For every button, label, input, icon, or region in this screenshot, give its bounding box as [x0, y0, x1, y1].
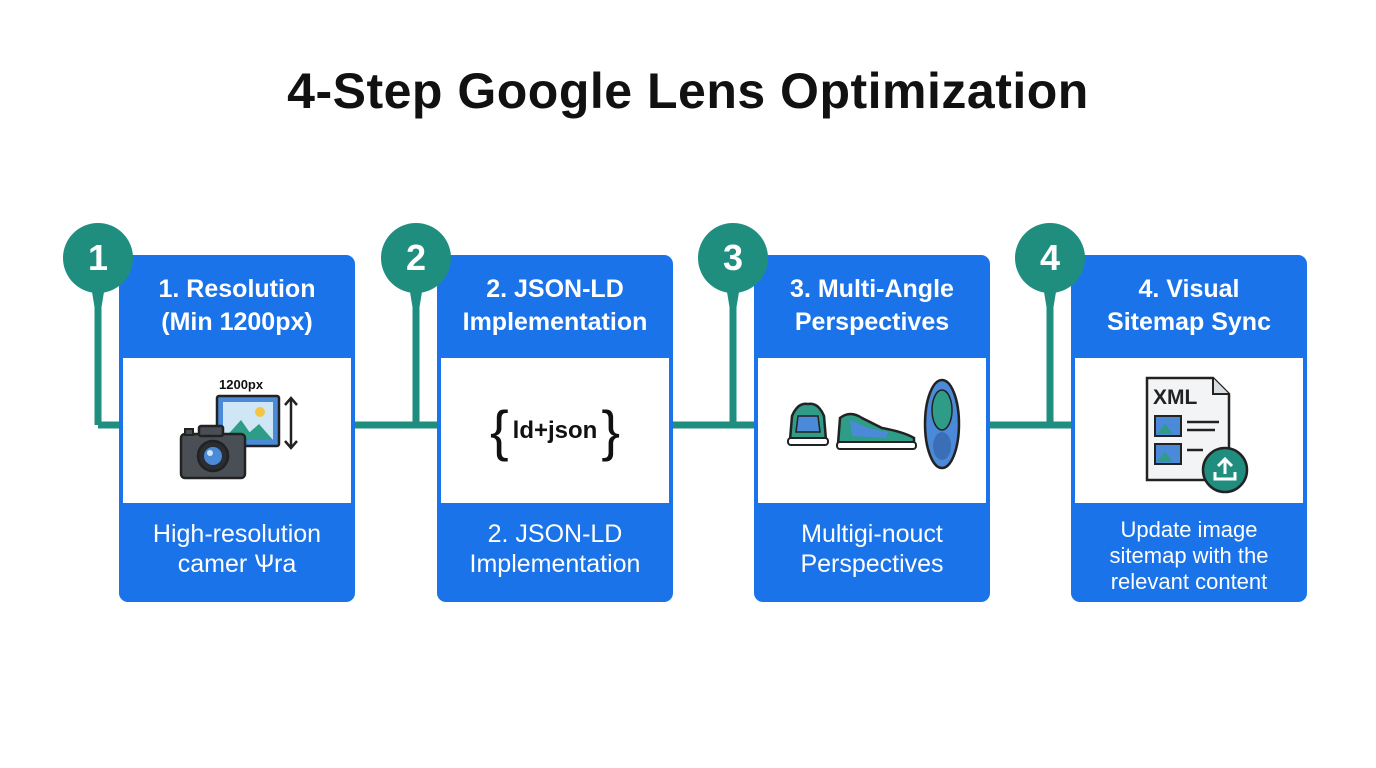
step-title-4-line2: Sitemap Sync — [1107, 308, 1271, 336]
step-desc-1: High-resolution camer Ѱra — [119, 519, 355, 579]
step-card-2: 2. JSON-LD Implementation { ld+json } 2.… — [437, 255, 673, 602]
step-desc-3: Multiɡi-nouct Perspectives — [754, 519, 990, 579]
step-title-4-line1: 4. Visual — [1138, 275, 1240, 303]
step-desc-4-line2: sitemap with the — [1109, 543, 1269, 568]
step-card-4: 4. Visual Sitemap Sync XML — [1071, 255, 1307, 602]
step-image-panel-4: XML — [1075, 358, 1303, 503]
step-card-3: 3. Multi-Angle Perspectives Multiɡi-nouc… — [754, 255, 990, 602]
step-number-badge-4: 4 — [1015, 223, 1085, 293]
step-desc-1-line2: camer Ѱra — [177, 550, 297, 578]
step-desc-2: 2. JSON-LD Implementation — [437, 519, 673, 579]
resolution-label: 1200px — [219, 377, 264, 392]
step-title-1-line2: (Min 1200px) — [161, 308, 313, 336]
step-title-1-line1: 1. Resolution — [158, 275, 316, 303]
step-desc-4-line1: Update image — [1120, 517, 1258, 542]
step-title-2-line2: Implementation — [462, 308, 648, 336]
step-desc-2-line1: 2. JSON-LD — [487, 520, 623, 548]
step-image-panel-2: { ld+json } — [441, 358, 669, 503]
step-title-2-line1: 2. JSON-LD — [486, 275, 624, 303]
ld-json-text: ld+json — [512, 416, 598, 444]
sneaker-front-icon — [787, 402, 829, 446]
step-desc-2-line2: Implementation — [469, 550, 641, 578]
close-brace: } — [601, 398, 621, 462]
step-title-3: 3. Multi-Angle Perspectives — [754, 273, 990, 339]
xml-label: XML — [1153, 386, 1198, 409]
step-desc-4-line3: relevant content — [1110, 569, 1268, 594]
step-card-1: 1. Resolution (Min 1200px) 1200px — [119, 255, 355, 602]
step-number-badge-1: 1 — [63, 223, 133, 293]
camera-icon — [179, 424, 247, 480]
pin-stem-3 — [725, 280, 741, 425]
step-number-badge-3: 3 — [698, 223, 768, 293]
step-desc-3-line2: Perspectives — [800, 550, 944, 578]
sneaker-top-icon — [923, 378, 961, 470]
step-desc-1-line1: High-resolution — [152, 520, 322, 548]
sneaker-side-icon — [836, 412, 917, 450]
upload-icon — [1201, 446, 1249, 494]
step-desc-4: Update image sitemap with the relevant c… — [1071, 517, 1307, 595]
open-brace: { — [489, 398, 509, 462]
step-desc-3-line1: Multiɡi-nouct — [801, 520, 943, 548]
json-ld-code-label: { ld+json } — [441, 358, 669, 503]
height-arrow-icon — [284, 396, 298, 450]
step-title-2: 2. JSON-LD Implementation — [437, 273, 673, 339]
step-number-badge-2: 2 — [381, 223, 451, 293]
step-image-panel-3 — [758, 358, 986, 503]
pin-stem-2 — [408, 280, 424, 425]
pin-stem-4 — [1042, 280, 1058, 425]
step-title-3-line1: 3. Multi-Angle — [790, 275, 954, 303]
pin-stem-1 — [90, 280, 106, 425]
page-title: 4-Step Google Lens Optimization — [287, 63, 1089, 119]
step-title-3-line2: Perspectives — [794, 308, 950, 336]
step-title-1: 1. Resolution (Min 1200px) — [119, 273, 355, 339]
step-title-4: 4. Visual Sitemap Sync — [1071, 273, 1307, 339]
step-image-panel-1: 1200px — [123, 358, 351, 503]
